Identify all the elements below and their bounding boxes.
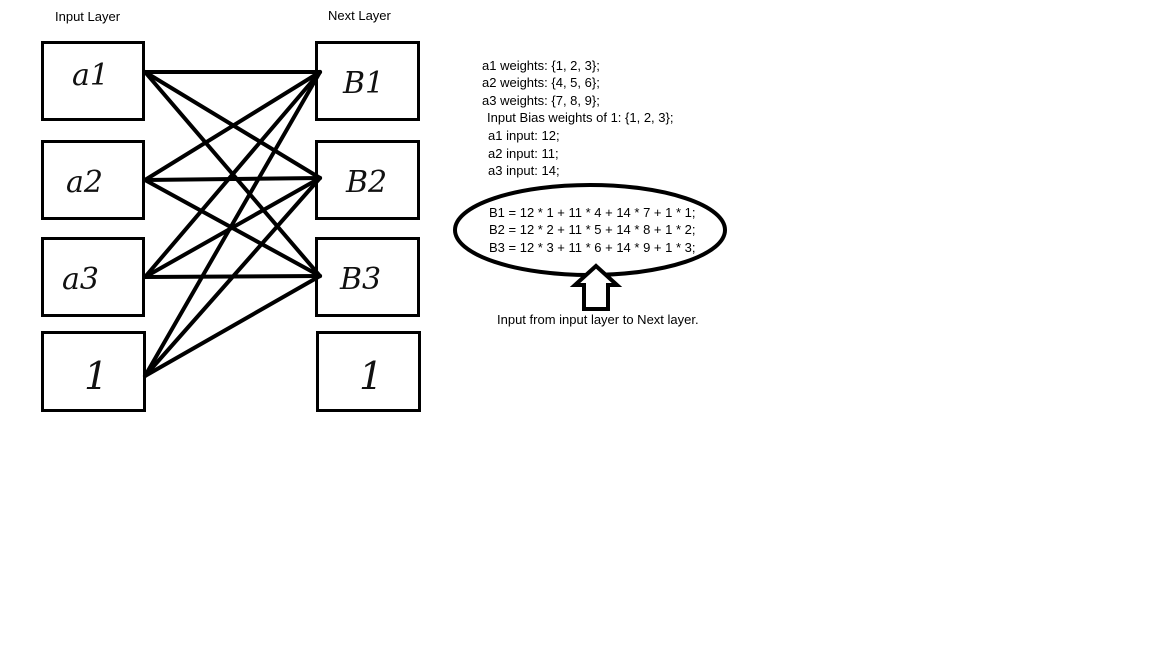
node-b1: B1 (315, 41, 420, 121)
edge-a2-b1 (143, 70, 322, 182)
node-bias-input-label: 1 (84, 354, 109, 398)
node-a3: a3 (41, 237, 145, 317)
a2-weights-note: a2 weights: {4, 5, 6}; (482, 75, 600, 90)
equation-b1: B1 = 12 * 1 + 11 * 4 + 14 * 7 + 1 * 1; (489, 205, 696, 220)
a2-input-note: a2 input: 11; (488, 146, 559, 161)
node-b3-label: B3 (340, 262, 382, 297)
a1-weights-note: a1 weights: {1, 2, 3}; (482, 58, 600, 73)
a3-weights-note: a3 weights: {7, 8, 9}; (482, 93, 600, 108)
next-layer-title: Next Layer (328, 8, 391, 23)
edge-bias-b3 (143, 274, 322, 378)
node-b3: B3 (315, 237, 420, 317)
node-a2: a2 (41, 140, 145, 220)
node-a1: a1 (41, 41, 145, 121)
a3-input-note: a3 input: 14; (488, 163, 560, 178)
node-b1-label: B1 (343, 66, 385, 101)
node-bias-next: 1 (316, 331, 421, 412)
up-arrow-icon (569, 263, 623, 311)
bias-weights-note: Input Bias weights of 1: {1, 2, 3}; (487, 110, 674, 125)
edge-a3-b1 (143, 70, 322, 279)
node-a3-label: a3 (62, 262, 99, 297)
edge-a2-b2 (143, 176, 322, 182)
edge-bias-b2 (143, 176, 322, 378)
a1-input-note: a1 input: 12; (488, 128, 560, 143)
node-b2: B2 (315, 140, 420, 220)
equation-b2: B2 = 12 * 2 + 11 * 5 + 14 * 8 + 1 * 2; (489, 222, 696, 237)
node-a2-label: a2 (66, 165, 103, 200)
arrow-caption: Input from input layer to Next layer. (497, 312, 699, 327)
node-a1-label: a1 (72, 58, 109, 93)
node-bias-input: 1 (41, 331, 146, 412)
equation-b3: B3 = 12 * 3 + 11 * 6 + 14 * 9 + 1 * 3; (489, 240, 696, 255)
node-b2-label: B2 (346, 165, 388, 200)
input-layer-title: Input Layer (55, 9, 121, 24)
edge-bias-b1 (143, 70, 322, 378)
node-bias-next-label: 1 (359, 354, 384, 398)
